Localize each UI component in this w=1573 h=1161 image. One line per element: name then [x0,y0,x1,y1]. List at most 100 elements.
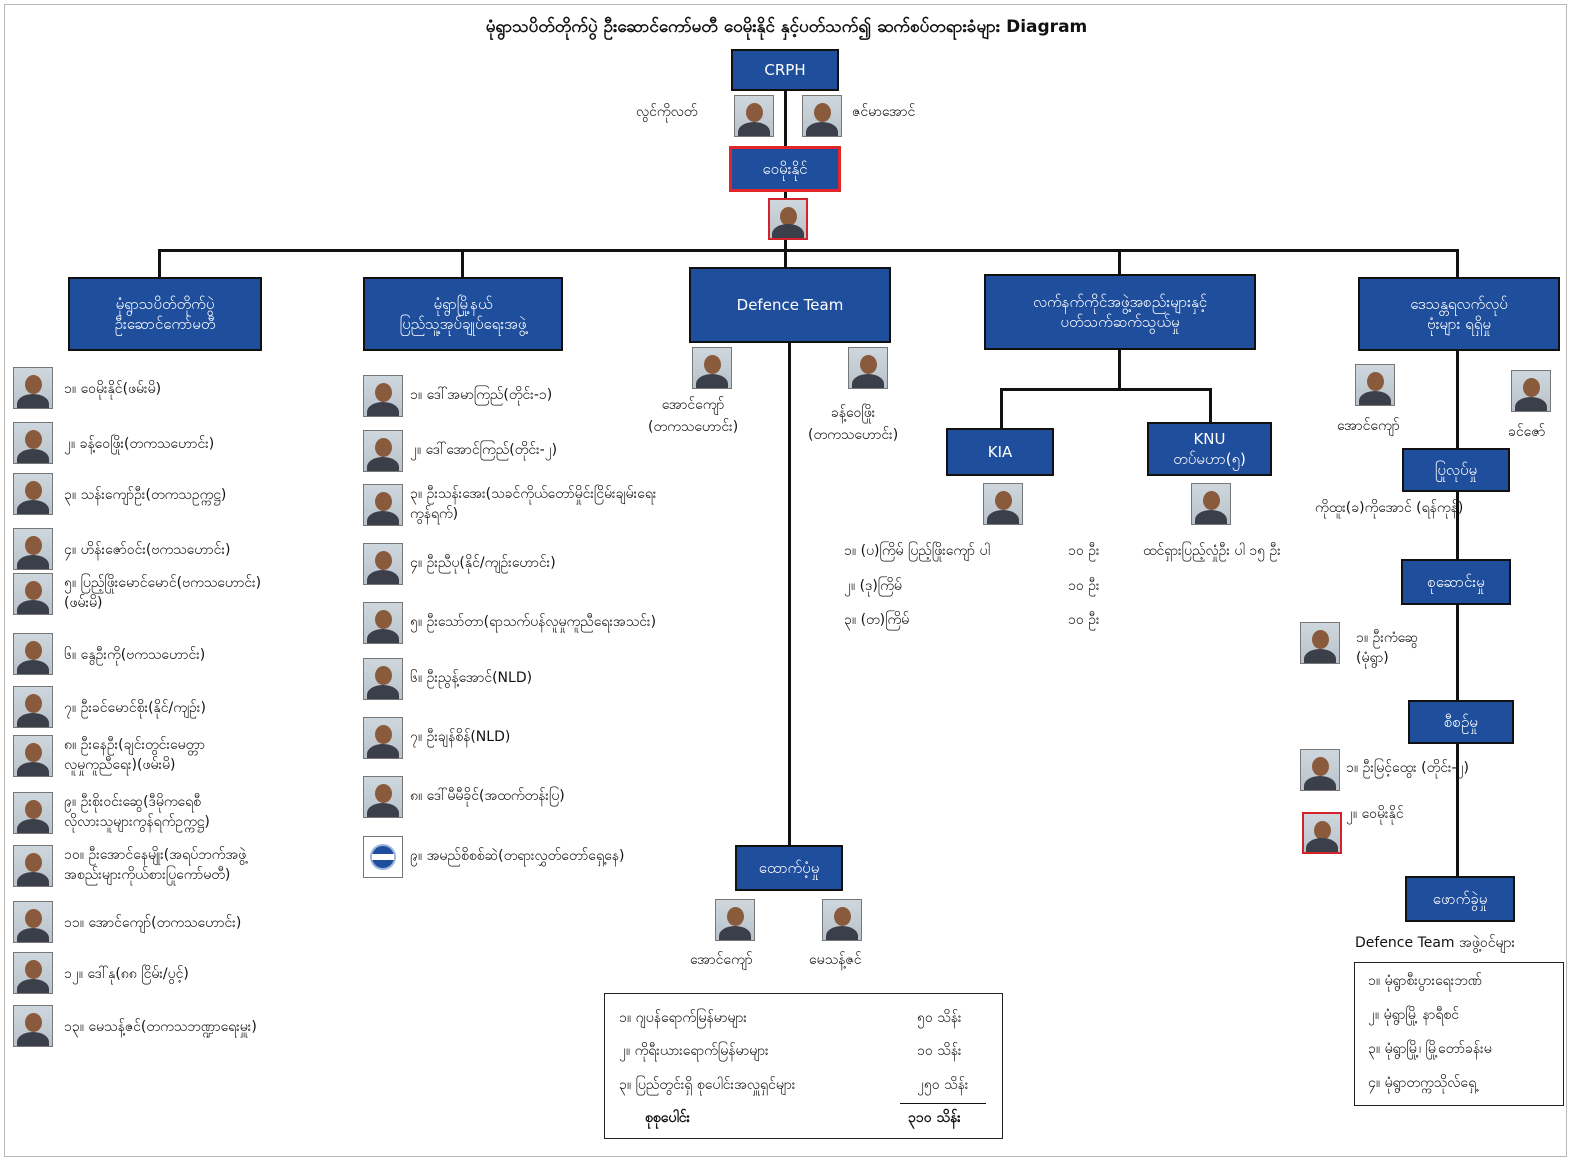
total-label: စုစုပေါင်း [645,1110,691,1126]
committee-member: ၁၀။ ဦးအောင်နေမျိုး(အရပ်ဘက်အဖွဲ့ အစည်းမျာ… [64,847,247,884]
person-photo [1191,483,1231,525]
committee-member: ၉။ ဦးစိုးဝင်းဆွေ(ဒီမိုကရေစီ လိုလားသူများ… [64,794,210,831]
diagram-frame [4,4,1567,1157]
person-photo [13,845,53,887]
person-photo [1300,749,1340,791]
connector [784,192,787,198]
connector [158,249,161,277]
person-photo [13,473,53,515]
defence-person-left: အောင်ကျော် (တကသဟောင်း) [648,397,739,436]
plan-member: ၁။ ဦးမြင့်ထွေး (တိုင်း-၂) [1346,760,1469,776]
fund-label: ၂။ ကိုရီးယားရောက်မြန်မာများ [619,1043,769,1059]
person-photo [363,658,403,700]
funding-table: ၁။ ဂျပန်ရောက်မြန်မာများ ၅၀ သိန်း၂။ ကိုရီး… [604,993,1003,1139]
make-header: ပြုလုပ်မှု [1402,448,1510,492]
collect-header: စုဆောင်းမှု [1401,559,1511,605]
kia-box: KIA [946,428,1054,476]
knu-note: ထင်ရှားပြည့်လှုံဦး ပါ ၁၅ ဦး [1143,543,1281,559]
connector [788,343,791,845]
person-photo [363,484,403,526]
fund-amount: ၁၀ သိန်း [917,1043,962,1059]
plan-member: ၂။ ဝေမိုးနိုင် [1346,806,1404,822]
local-bombs-header: ဒေသန္တရလက်လုပ် ဗုံးများ ရရှိမှု [1358,277,1560,351]
defence-team-header: Defence Team [689,267,891,343]
committee-member: ၁၁။ အောင်ကျော်(တကသဟောင်း) [64,915,242,931]
civil-member: ၅။ ဦးသော်တာ(ရာသက်ပန်လူမှုကူညီရေးအသင်း) [410,614,657,630]
committee-member: ၇။ ဦးခင်မောင်စိုး(နိုင်/ကျဉ်း) [64,700,206,716]
person-photo [802,95,842,137]
connector [784,249,787,267]
committee-member: ၅။ ပြည့်ဖြိုးမောင်မောင်(ဗကသဟောင်း) (ဖမ်း… [64,575,262,612]
person-photo [363,543,403,585]
person-photo [13,901,53,943]
connector [784,91,787,147]
person-photo [848,347,888,389]
civil-admin-header: မုံရွာမြို့နယ် ပြည်သူ့အုပ်ချုပ်ရေးအဖွဲ့ [363,277,563,351]
person-photo [13,528,53,570]
committee-member: ၂။ ခန့်ဝေဖြိုး(တကသဟောင်း) [64,436,215,452]
connector [1118,350,1121,390]
person-photo [822,899,862,941]
civil-member: ၆။ ဦးညွန့်အောင်(NLD) [410,670,533,686]
committee-member: ၄။ ဟိန်းဇော်ဝင်း(ဗကသဟောင်း) [64,542,231,558]
person-photo [363,717,403,759]
local-person-right: ခင်ဇော် [1508,424,1546,440]
person-photo [363,375,403,417]
fund-label: ၃။ ပြည်တွင်းရှိ စုပေါင်းအလှူရှင်များ [619,1077,796,1093]
committee-member: ၃။ သန်းကျော်ဦး(တကသဥက္ကဋ္ဌ) [64,487,227,503]
person-photo [13,633,53,675]
knu-box: KNU တပ်မဟာ(၅) [1147,422,1272,476]
person-photo [13,1005,53,1047]
main-horizontal-line [158,249,1459,252]
person-photo [13,573,53,615]
crph-box: CRPH [731,49,839,91]
target-item: ၄။ မုံရွာတက္ကသိုလ်ရှေ့ [1368,1075,1477,1091]
target-item: ၃။ မုံရွာမြို့၊ မြို့တော်ခန်းမ [1368,1041,1492,1057]
civil-member: ၄။ ဦးညီပု(နိုင်/ကျဉ်းဟောင်း) [410,555,556,571]
person-photo [363,602,403,644]
civil-member: ၃။ ဦးသန်းအေး(သခင်ကိုယ်တော်မှိုင်းငြိမ်းခ… [410,486,657,523]
person-photo [13,367,53,409]
fund-amount: ၅၀ သိန်း [917,1010,962,1026]
make-note: ကိုထူး(ခ)ကိုအောင် (ရန်ကုန်) [1315,500,1464,516]
person-photo [13,952,53,994]
support-person-left: အောင်ကျော် [690,952,753,968]
fund-amount: ၂၅၀ သိန်း [917,1077,969,1093]
armed-group-count: ၁၀ ဦး [1068,612,1100,628]
person-photo [13,735,53,777]
civil-member: ၂။ ဒေါ်အောင်ကြည်(တိုင်း-၂) [410,442,558,458]
connector [1456,351,1459,881]
diagram-title: မုံရွာသပိတ်တိုက်ပွဲ ဦးဆောင်ကော်မတီ ဝေမို… [485,17,1088,37]
connector [1456,249,1459,277]
total-rule [900,1103,986,1104]
collect-member: ၁။ ဦးကံဆွေ (မုံရွာ) [1356,630,1419,666]
connector [1000,388,1003,428]
connector [784,240,787,250]
armed-group-count: ၁၀ ဦး [1068,578,1100,594]
civil-member: ၉။ အမည်စိစစ်ဆဲ(တရားလွှတ်တော်ရှေ့နေ) [410,848,625,864]
local-person-left: အောင်ကျော် [1337,418,1400,434]
person-photo [692,347,732,389]
fund-label: ၁။ ဂျပန်ရောက်မြန်မာများ [619,1010,747,1026]
connector [461,249,464,277]
armed-group-label: ၂။ (ဒု)ကြိမ် [844,578,902,594]
person-photo [13,422,53,464]
civil-member: ၇။ ဦးချန်စိန်(NLD) [410,729,511,745]
connector [1118,249,1121,274]
target-item: ၂။ မုံရွာမြို့ နာရီစင် [1368,1007,1459,1023]
person-photo [1302,812,1342,854]
committee-member: ၆။ နွေဦးကို(ဗကသဟောင်း) [64,647,206,663]
logo-image [363,836,403,878]
committee-member: ၁၂။ ဒေါ်နု(၈၈ ငြိမ်း/ပွင့်) [64,966,189,982]
target-item: ၁။ မုံရွာစီးပွားရေးဘဏ် [1368,973,1482,989]
team-title: Defence Team အဖွဲ့ဝင်များ [1355,935,1516,951]
committee-member: ၁။ ဝေမိုးနိုင်(ဖမ်းမိ) [64,381,162,397]
armed-group-count: ၁၀ ဦး [1068,543,1100,559]
person-label-left: လွင်ကိုလတ် [636,104,698,120]
committee-header: မုံရွာသပိတ်တိုက်ပွဲ ဦးဆောင်ကော်မတီ [68,277,262,351]
armed-group-label: ၃။ (တ)ကြိမ် [844,612,910,628]
person-photo [715,899,755,941]
person-photo [1511,370,1551,412]
civil-member: ၁။ ဒေါ်အမာကြည်(တိုင်း-၁) [410,387,553,403]
committee-member: ၁၃။ မေသန့်ဇင်(တကသဘဏ္ဍာရေးမှူး) [64,1019,257,1035]
